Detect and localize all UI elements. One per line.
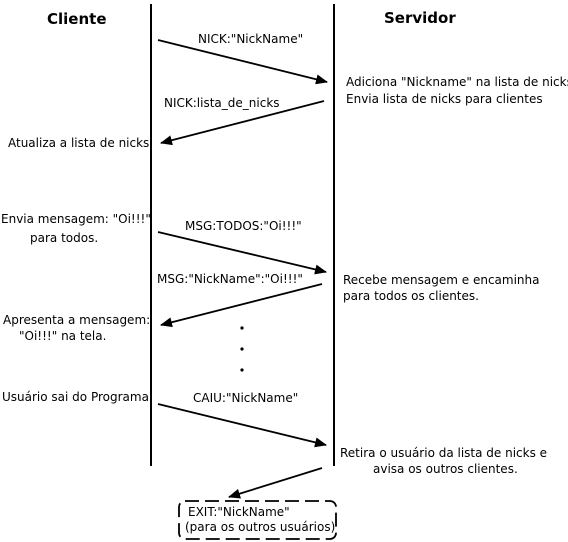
message-msg-nick: MSG:"NickName":"Oi!!!" <box>157 272 303 286</box>
arrow-nick-list <box>160 100 325 146</box>
client-note-send-line2: para todos. <box>30 231 98 245</box>
client-note-send-line1: Envia mensagem: "Oi!!!" <box>1 212 151 226</box>
server-note-add-nick-line2: Envia lista de nicks para clientes <box>346 92 543 106</box>
client-note-quit: Usuário sai do Programa <box>2 390 149 404</box>
message-caiu: CAIU:"NickName" <box>193 391 298 405</box>
message-nick: NICK:"NickName" <box>198 32 303 46</box>
continuation-dot <box>240 368 244 372</box>
exit-message-line2: (para os outros usuários) <box>185 520 335 534</box>
server-note-remove-line1: Retira o usuário da lista de nicks e <box>340 446 547 460</box>
server-header: Servidor <box>384 9 456 27</box>
server-note-add-nick-line1: Adiciona "Nickname" na lista de nicks <box>346 75 568 89</box>
server-note-remove-line2: avisa os outros clientes. <box>373 462 518 476</box>
client-note-update: Atualiza a lista de nicks <box>8 136 149 150</box>
arrow-msg-nick <box>160 283 323 328</box>
server-note-forward-line2: para todos os clientes. <box>343 289 479 303</box>
arrow-exit <box>228 467 323 499</box>
arrow-msg-todos <box>157 231 327 275</box>
message-msg-todos: MSG:TODOS:"Oi!!!" <box>185 219 302 233</box>
exit-message-line1: EXIT:"NickName" <box>188 505 290 519</box>
server-note-forward-line1: Recebe mensagem e encaminha <box>343 273 540 287</box>
continuation-dot <box>240 347 244 351</box>
client-header: Cliente <box>47 10 107 28</box>
message-nick-list: NICK:lista_de_nicks <box>164 96 280 110</box>
continuation-dot <box>240 326 244 330</box>
client-note-show-line1: Apresenta a mensagem: <box>3 313 150 327</box>
client-note-show-line2: "Oi!!!" na tela. <box>19 329 106 343</box>
exit-box <box>178 500 337 540</box>
arrow-nick <box>157 39 328 85</box>
arrow-caiu <box>157 403 327 448</box>
